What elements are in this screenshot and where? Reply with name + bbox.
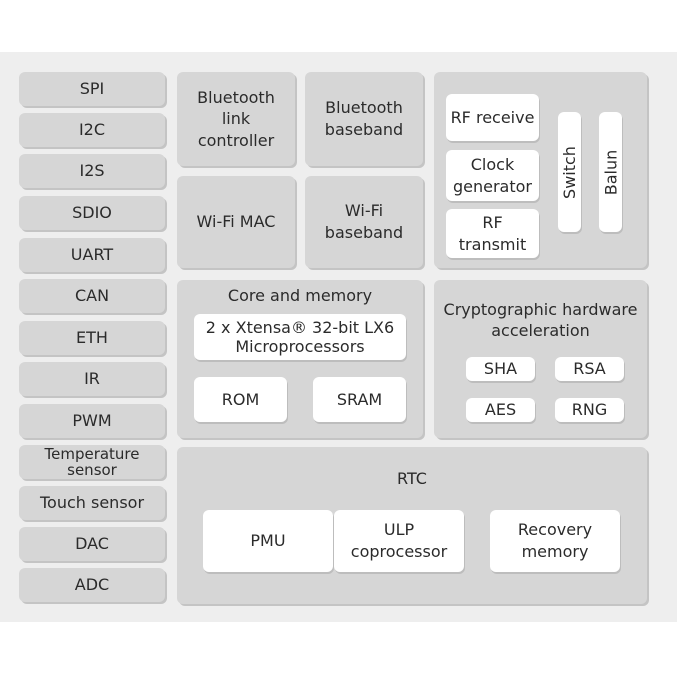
balun-label: Balun xyxy=(601,149,621,195)
core-and-memory-title: Core and memory xyxy=(227,286,373,305)
peripheral-item: PWM xyxy=(19,404,165,438)
recovery-memory-label: Recovery memory xyxy=(517,520,593,561)
rf-transmit-block: RF transmit xyxy=(446,209,539,258)
aes-block: AES xyxy=(466,398,535,422)
peripheral-label: CAN xyxy=(74,286,110,306)
peripheral-label: Temperature sensor xyxy=(44,444,140,479)
peripheral-item: CAN xyxy=(19,279,165,313)
peripheral-label: PWM xyxy=(72,411,112,431)
core-and-memory-block: Core and memory 2 x Xtensa® 32-bit LX6 M… xyxy=(177,280,423,438)
sha-block: SHA xyxy=(466,357,535,381)
rom-label: ROM xyxy=(221,389,260,409)
rf-block: RF receive Clock generator RF transmit S… xyxy=(434,72,647,268)
ulp-coprocessor-label: ULP coprocessor xyxy=(350,520,448,561)
cpu-label: 2 x Xtensa® 32-bit LX6 Microprocessors xyxy=(205,317,395,356)
wifi-mac-block: Wi-Fi MAC xyxy=(177,176,295,268)
switch-label: Switch xyxy=(560,145,579,199)
wifi-mac-label: Wi-Fi MAC xyxy=(196,212,276,232)
sram-label: SRAM xyxy=(336,389,383,409)
clock-generator-label: Clock generator xyxy=(452,154,532,196)
peripheral-label: ETH xyxy=(76,328,108,348)
rng-label: RNG xyxy=(571,400,608,420)
peripheral-item: UART xyxy=(19,238,165,272)
rf-transmit-label: RF transmit xyxy=(458,212,527,254)
peripheral-label: ADC xyxy=(74,575,110,595)
pmu-label: PMU xyxy=(250,531,286,551)
peripheral-label: SPI xyxy=(79,79,105,99)
bluetooth-link-controller-block: Bluetooth link controller xyxy=(177,72,295,166)
peripheral-item: ADC xyxy=(19,568,165,602)
peripheral-item: Touch sensor xyxy=(19,486,165,520)
cpu-block: 2 x Xtensa® 32-bit LX6 Microprocessors xyxy=(194,314,406,360)
rom-block: ROM xyxy=(194,377,287,422)
clock-generator-block: Clock generator xyxy=(446,150,539,201)
peripheral-label: IR xyxy=(84,369,100,389)
crypto-block: Cryptographic hardware acceleration SHA … xyxy=(434,280,647,438)
peripheral-item: ETH xyxy=(19,321,165,355)
pmu-block: PMU xyxy=(203,510,333,572)
rsa-label: RSA xyxy=(573,359,606,379)
rtc-title: RTC xyxy=(397,469,427,488)
crypto-title: Cryptographic hardware acceleration xyxy=(443,300,638,340)
switch-block: Switch xyxy=(558,112,581,232)
bluetooth-baseband-label: Bluetooth baseband xyxy=(324,98,404,139)
bluetooth-baseband-block: Bluetooth baseband xyxy=(305,72,423,166)
peripheral-item: SDIO xyxy=(19,196,165,230)
rng-block: RNG xyxy=(555,398,624,422)
wifi-baseband-block: Wi-Fi baseband xyxy=(305,176,423,268)
peripheral-label: I2S xyxy=(79,161,105,181)
peripheral-label: Touch sensor xyxy=(39,493,145,513)
peripheral-item: I2S xyxy=(19,154,165,188)
ulp-coprocessor-block: ULP coprocessor xyxy=(334,510,464,572)
rf-receive-label: RF receive xyxy=(450,107,535,127)
peripheral-item: DAC xyxy=(19,527,165,561)
peripheral-item: Temperature sensor xyxy=(19,445,165,479)
peripheral-item: SPI xyxy=(19,72,165,106)
peripheral-label: UART xyxy=(70,245,114,265)
rsa-block: RSA xyxy=(555,357,624,381)
bluetooth-link-controller-label: Bluetooth link controller xyxy=(197,87,275,150)
peripheral-item: I2C xyxy=(19,113,165,147)
rf-receive-block: RF receive xyxy=(446,94,539,141)
peripheral-item: IR xyxy=(19,362,165,396)
peripheral-label: SDIO xyxy=(72,203,112,223)
rtc-block: RTC PMU ULP coprocessor Recovery memory xyxy=(177,447,647,604)
wifi-baseband-label: Wi-Fi baseband xyxy=(324,201,404,242)
sram-block: SRAM xyxy=(313,377,406,422)
sha-label: SHA xyxy=(483,359,518,379)
peripheral-label: DAC xyxy=(75,534,109,554)
peripheral-label: I2C xyxy=(78,120,106,140)
aes-label: AES xyxy=(484,400,517,420)
balun-block: Balun xyxy=(599,112,622,232)
recovery-memory-block: Recovery memory xyxy=(490,510,620,572)
